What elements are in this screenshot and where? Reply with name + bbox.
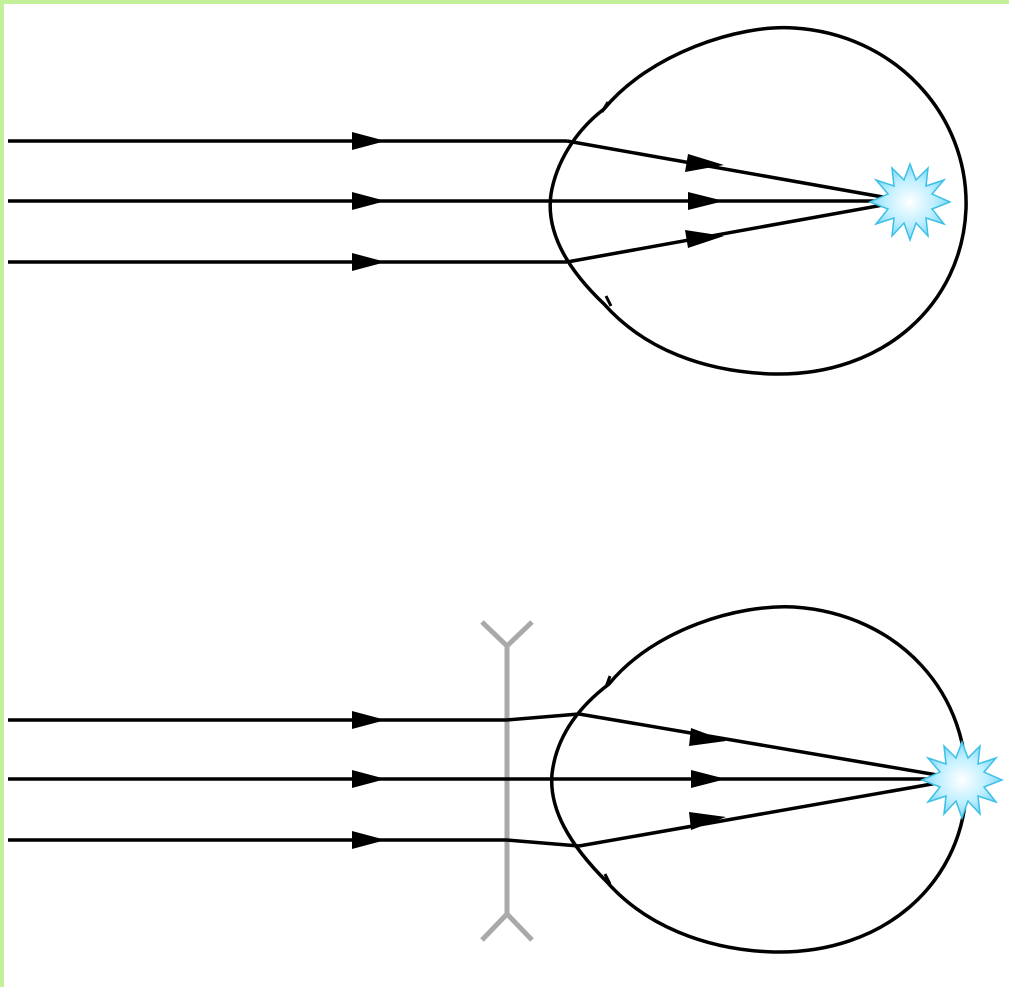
ray-arrow-icon: [688, 192, 724, 210]
diverged-ray-bottom: [507, 840, 579, 846]
ray-arrow-icon: [352, 132, 386, 150]
refracted-ray-bottom: [567, 203, 894, 262]
ray-arrow-icon: [352, 253, 386, 271]
refracted-ray-top: [579, 714, 949, 777]
refracted-ray-top: [567, 141, 894, 199]
concave-lens: [482, 622, 532, 940]
panel-uncorrected-eye: [8, 28, 966, 374]
optics-diagram: [4, 4, 1009, 991]
ray-arrow-icon: [352, 831, 386, 849]
panel-corrected-eye: [8, 607, 1002, 952]
ray-arrow-icon: [352, 192, 386, 210]
focus-starburst-icon: [870, 164, 950, 240]
ray-arrow-icon: [691, 770, 726, 788]
focus-starburst-icon: [922, 742, 1002, 818]
ray-arrow-icon: [352, 711, 386, 729]
ray-arrow-icon: [685, 230, 724, 248]
refracted-ray-bottom: [579, 781, 949, 846]
ray-arrow-icon: [352, 770, 386, 788]
diverged-ray-top: [507, 714, 579, 720]
